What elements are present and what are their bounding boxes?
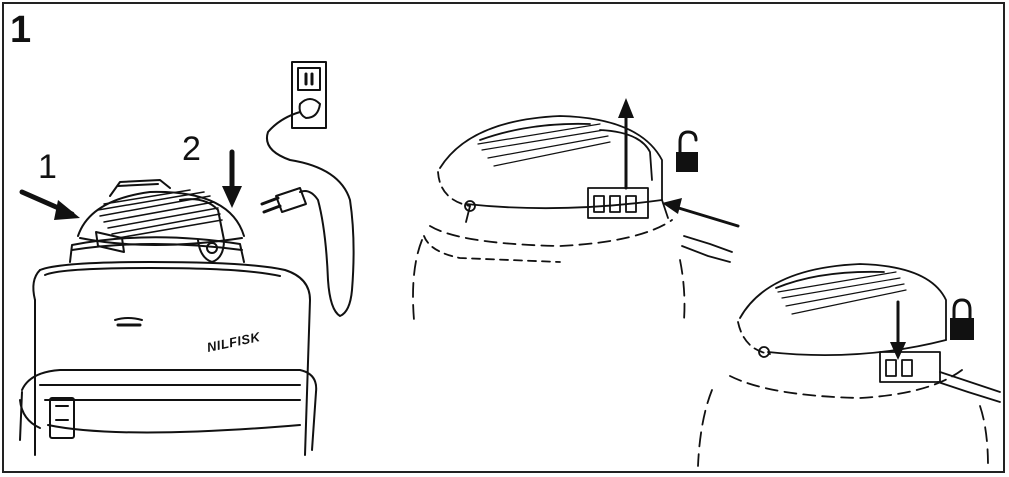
press-arrow-1 <box>22 192 80 220</box>
unlocked-padlock-icon <box>676 132 698 172</box>
vacuum-cleaner: NILFISK <box>20 180 316 455</box>
locked-padlock-icon <box>950 300 974 340</box>
callout-2: 2 <box>182 130 201 168</box>
lift-arrow <box>618 98 634 188</box>
step-number: 1 <box>10 9 31 51</box>
wall-outlet <box>292 62 326 128</box>
press-arrow-2 <box>222 152 242 208</box>
callout-1: 1 <box>38 148 57 186</box>
vacuum-head-lock <box>698 264 1000 466</box>
vacuum-head-unlock <box>413 116 732 320</box>
brand-label: NILFISK <box>206 329 263 355</box>
power-cord <box>262 112 354 316</box>
push-arrow <box>662 198 738 226</box>
